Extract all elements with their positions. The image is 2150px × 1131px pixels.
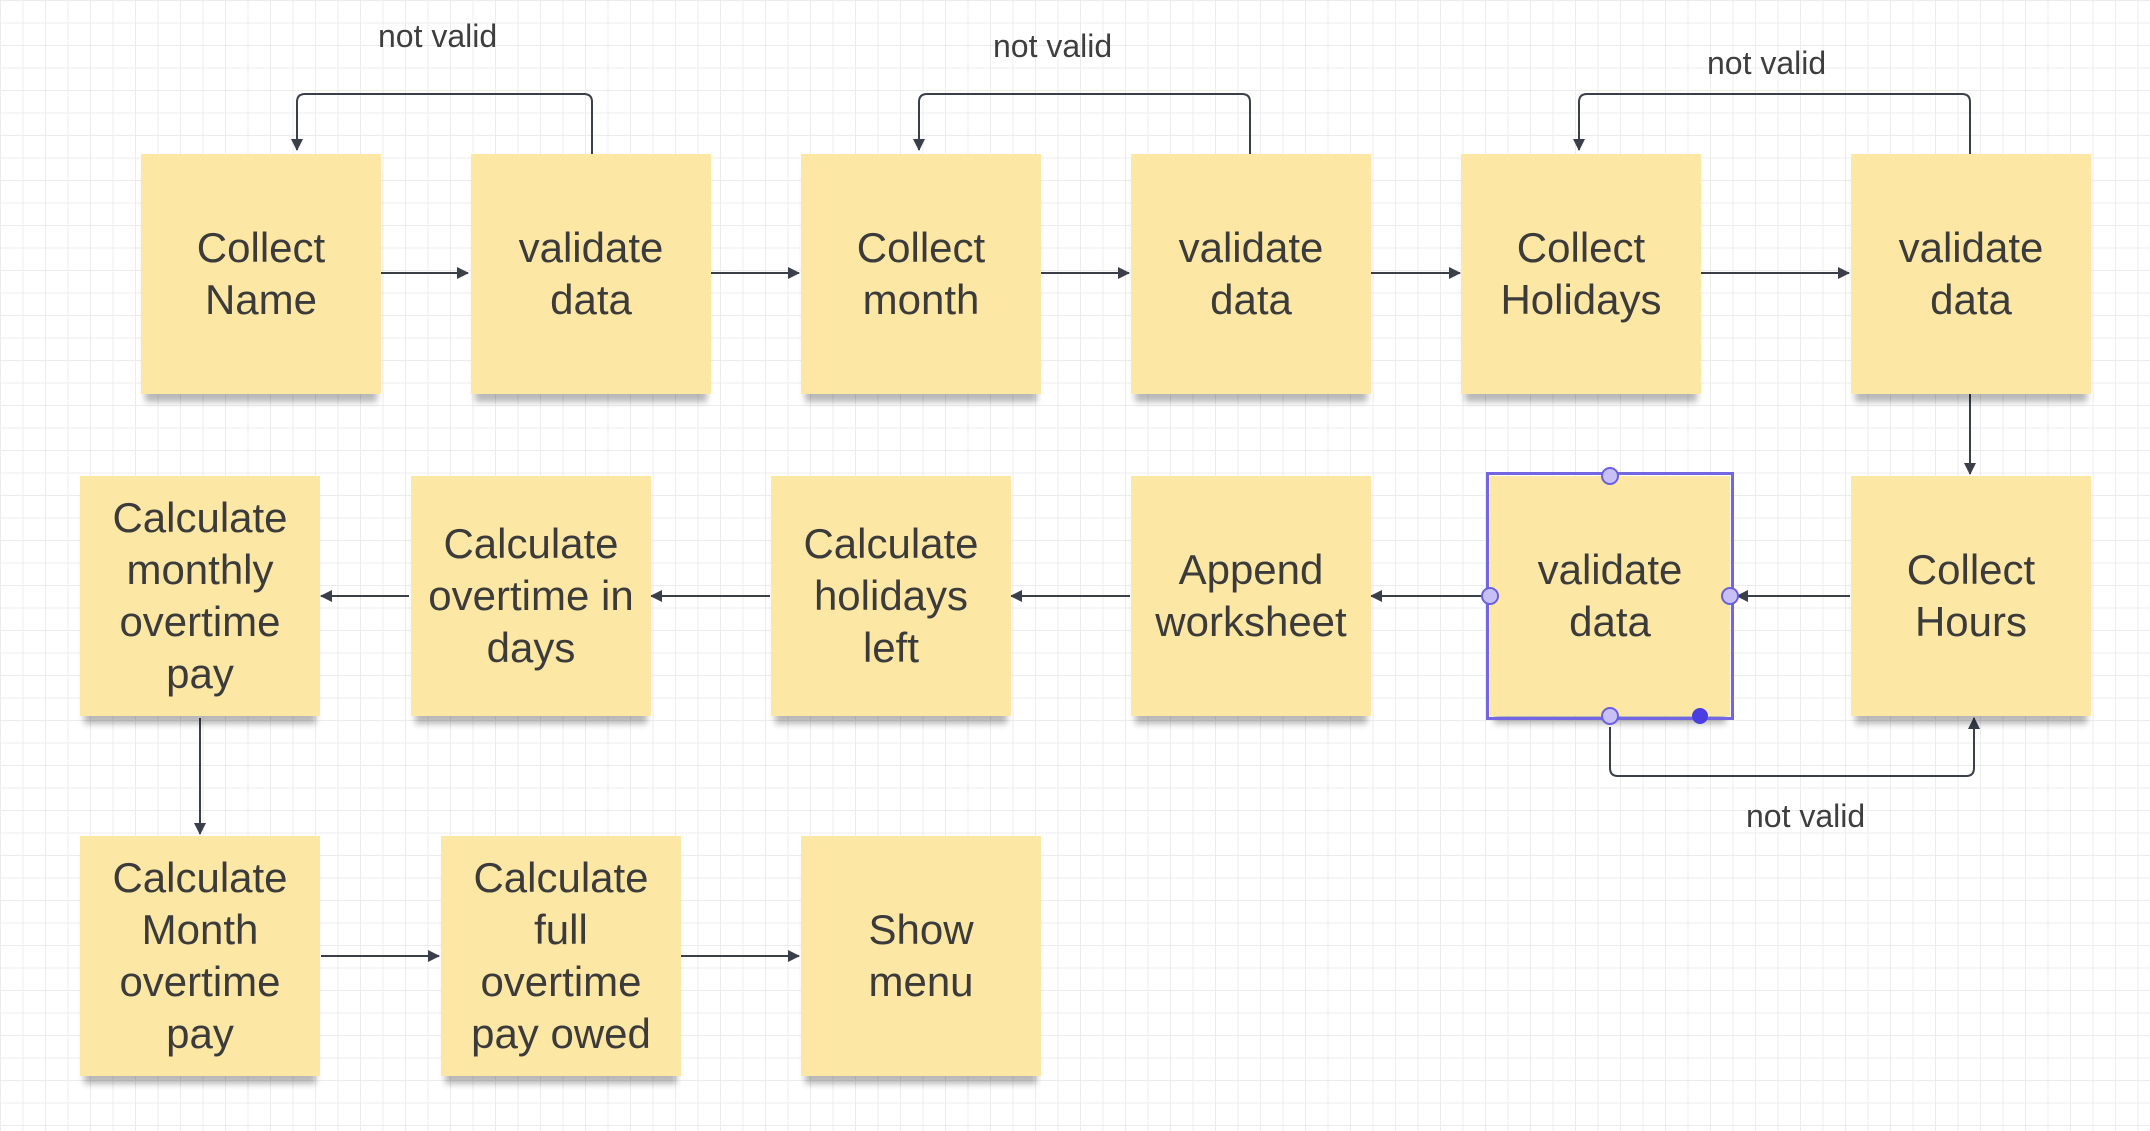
edge-loop-not-valid-4[interactable] [1609, 717, 1980, 777]
connection-handle-right[interactable] [1721, 587, 1739, 605]
node-label: Calculate overtime in days [428, 520, 634, 671]
edge-loop-not-valid-2[interactable] [913, 93, 1251, 154]
node-label: validate data [1537, 546, 1683, 645]
node-calc-monthly-overtime-pay[interactable]: Calculate monthly overtime pay [80, 476, 320, 716]
edge-label-not-valid-2: not valid [993, 28, 1113, 64]
connection-handle-top[interactable] [1601, 467, 1619, 485]
edge-loop-not-valid-3[interactable] [1573, 93, 1971, 154]
node-label: Collect Holidays [1500, 224, 1662, 323]
node-label: Show menu [868, 906, 974, 1005]
node-validate-hours[interactable]: validate data [1486, 472, 1734, 720]
edge-label-not-valid-1: not valid [378, 18, 498, 54]
resize-handle[interactable] [1692, 708, 1708, 724]
node-label: Calculate holidays left [803, 520, 979, 671]
node-calc-full-overtime-pay[interactable]: Calculate full overtime pay owed [441, 836, 681, 1076]
node-collect-name[interactable]: Collect Name [141, 154, 381, 394]
edge-label-not-valid-4: not valid [1746, 798, 1866, 834]
connection-handle-bottom[interactable] [1601, 707, 1619, 725]
node-label: validate data [518, 224, 664, 323]
node-collect-month[interactable]: Collect month [801, 154, 1041, 394]
node-label: Calculate Month overtime pay [112, 854, 288, 1057]
node-label: validate data [1898, 224, 2044, 323]
node-show-menu[interactable]: Show menu [801, 836, 1041, 1076]
edge-label-not-valid-3: not valid [1707, 45, 1827, 81]
node-calc-overtime-days[interactable]: Calculate overtime in days [411, 476, 651, 716]
node-validate-holidays[interactable]: validate data [1851, 154, 2091, 394]
node-label: Collect Hours [1906, 546, 2036, 645]
node-calc-month-overtime-pay[interactable]: Calculate Month overtime pay [80, 836, 320, 1076]
node-validate-name[interactable]: validate data [471, 154, 711, 394]
node-append-worksheet[interactable]: Append worksheet [1131, 476, 1371, 716]
node-validate-month[interactable]: validate data [1131, 154, 1371, 394]
node-label: Calculate monthly overtime pay [112, 494, 288, 697]
node-calc-holidays-left[interactable]: Calculate holidays left [771, 476, 1011, 716]
node-label: Collect month [856, 224, 986, 323]
edge-loop-not-valid-1[interactable] [291, 93, 593, 154]
node-label: Collect Name [196, 224, 326, 323]
node-collect-holidays[interactable]: Collect Holidays [1461, 154, 1701, 394]
node-collect-hours[interactable]: Collect Hours [1851, 476, 2091, 716]
node-label: Append worksheet [1155, 546, 1347, 645]
node-label: Calculate full overtime pay owed [471, 854, 651, 1057]
connection-handle-left[interactable] [1481, 587, 1499, 605]
node-label: validate data [1178, 224, 1324, 323]
